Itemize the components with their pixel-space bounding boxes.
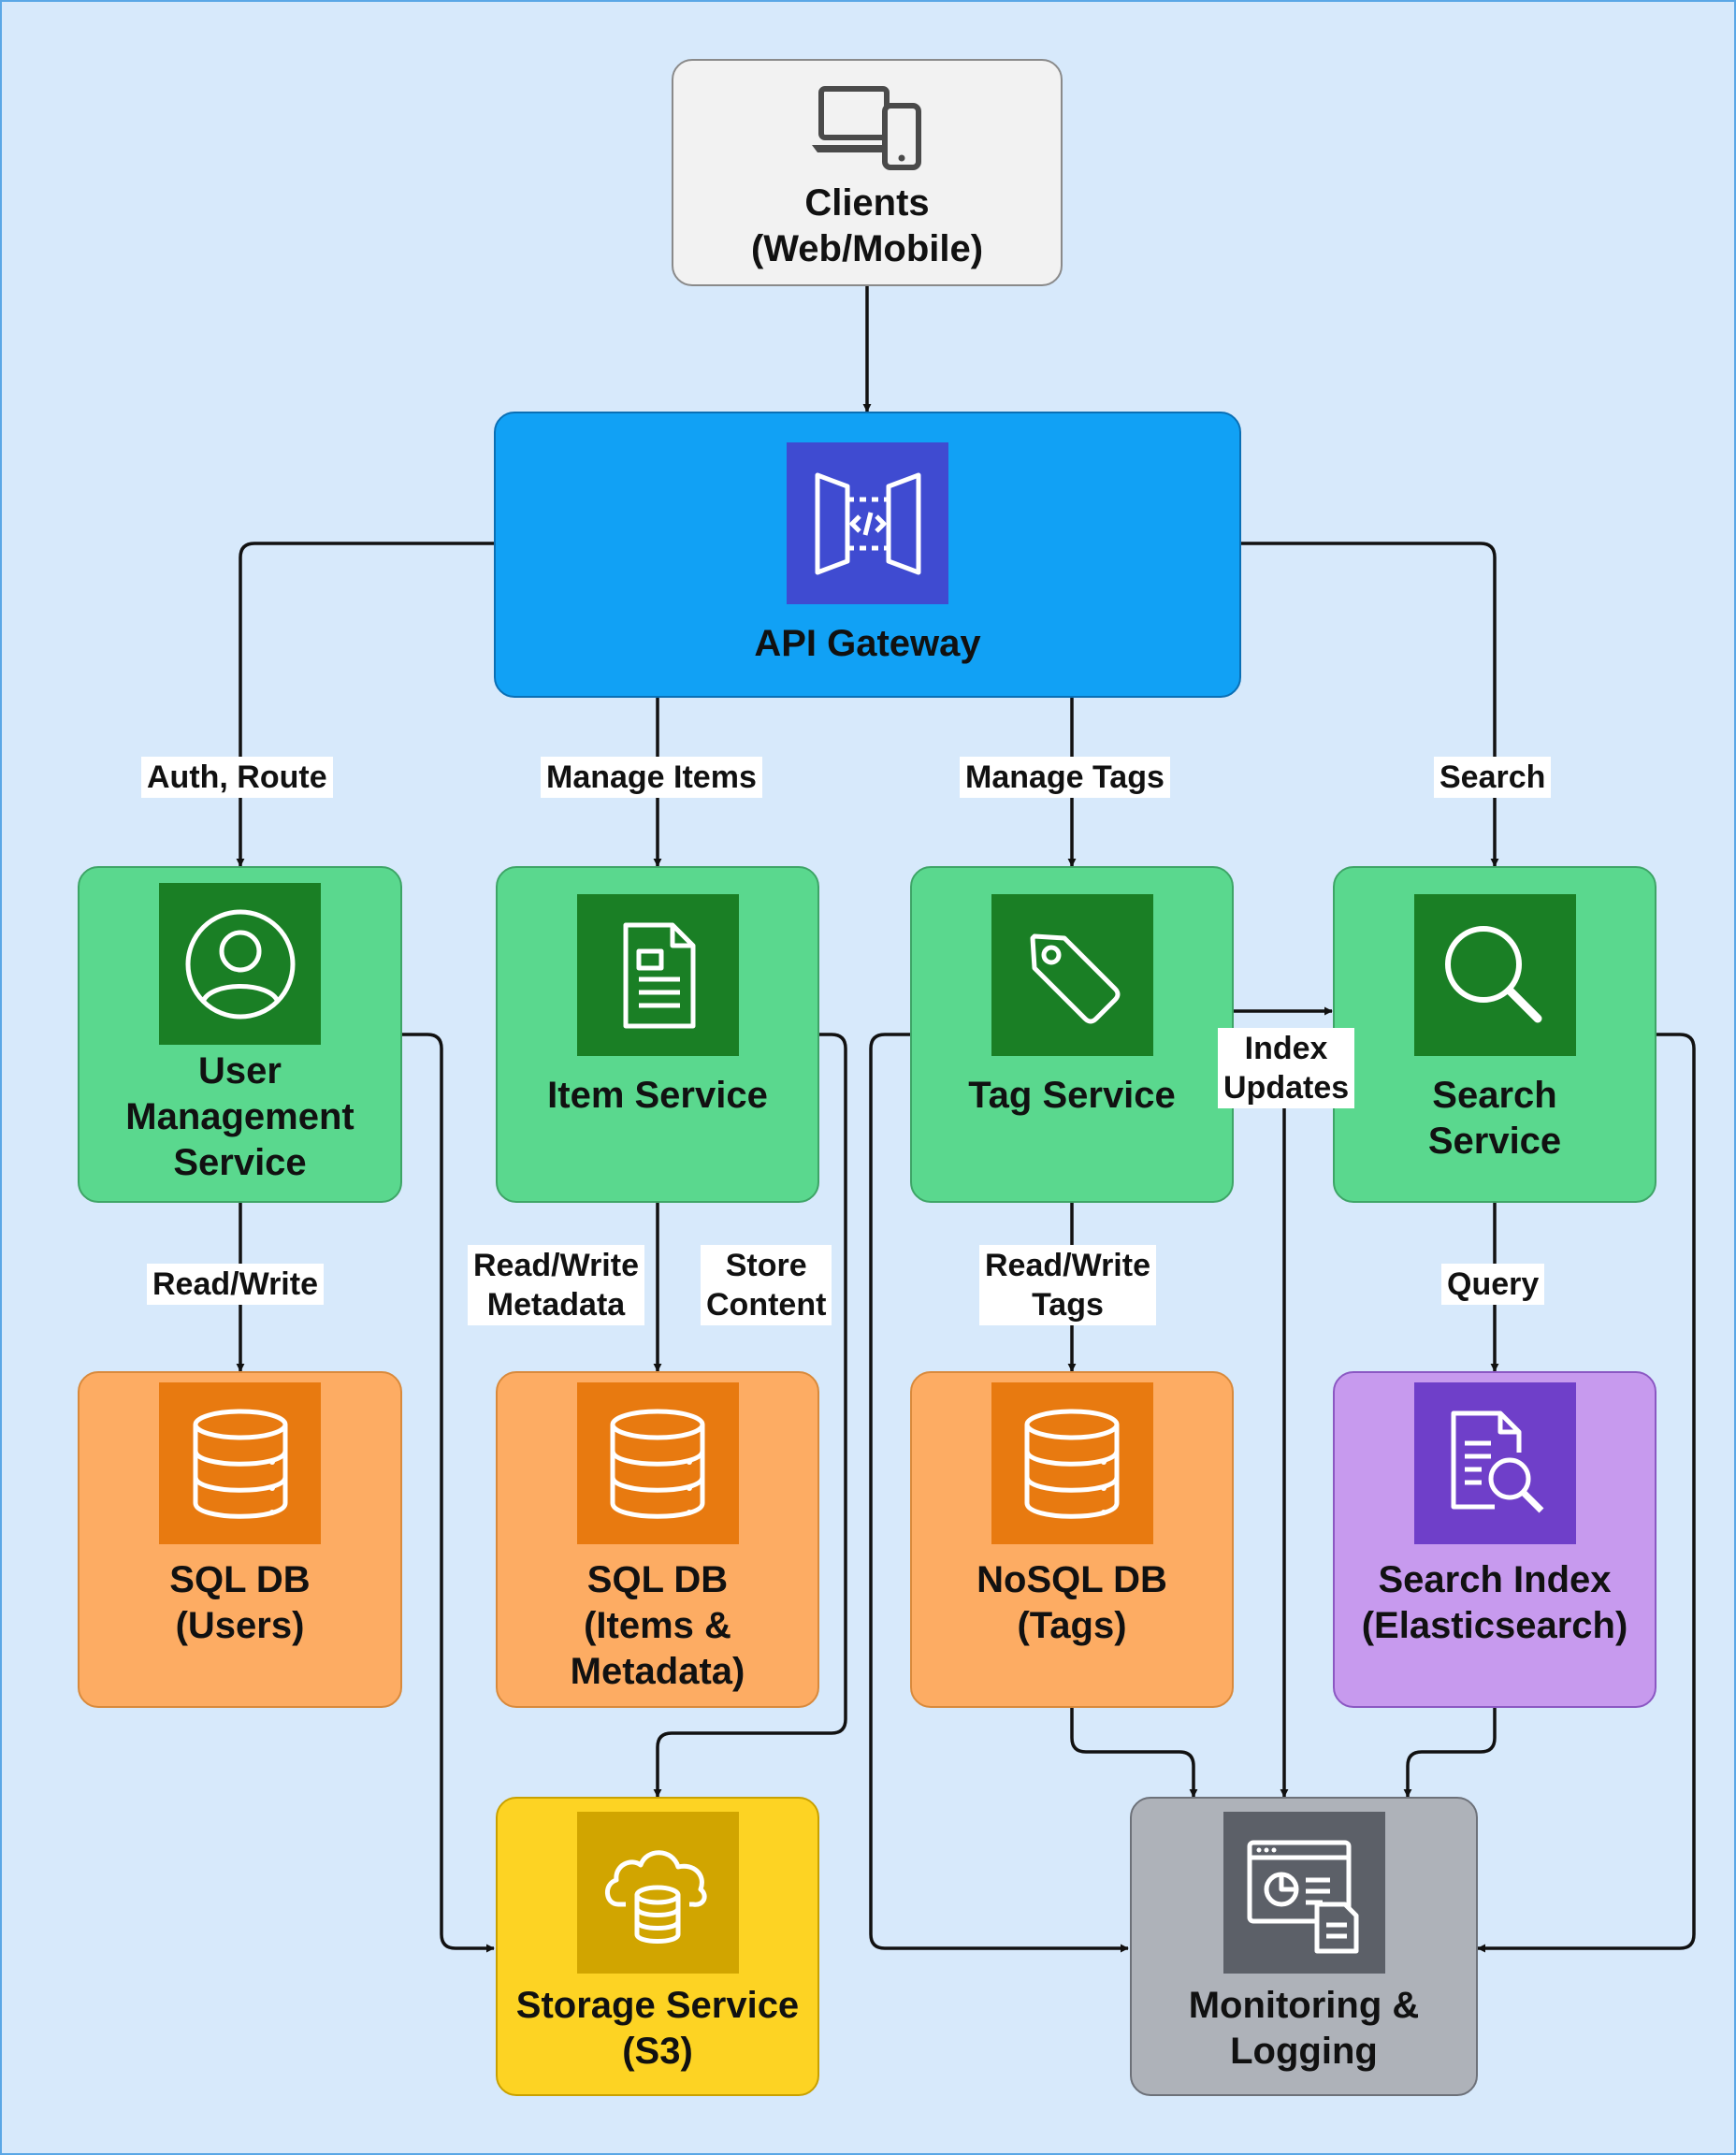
- tag-service-node[interactable]: Tag Service: [910, 866, 1234, 1203]
- database-icon: [576, 1382, 739, 1544]
- edge-search-monitoring: [1477, 1033, 1696, 1953]
- edge-label-store-content: Store Content: [701, 1245, 832, 1325]
- edge-searchindex-monitoring: [1403, 1708, 1497, 1798]
- user-icon: [159, 883, 321, 1045]
- edge-tag-monitoring: [869, 1033, 1129, 1953]
- item-service-label: Item Service: [547, 1075, 768, 1116]
- clients-node[interactable]: Clients (Web/Mobile): [672, 59, 1063, 286]
- user-management-service-label: User Management Service: [125, 1050, 354, 1183]
- devices-icon: [812, 86, 921, 170]
- cloud-storage-icon: [576, 1812, 739, 1974]
- edge-label-query: Query: [1441, 1264, 1545, 1305]
- edge-item-storage: [653, 1033, 847, 1798]
- user-management-service-node[interactable]: User Management Service: [78, 866, 402, 1203]
- edge-label-index-updates: Index Updates: [1218, 1028, 1355, 1108]
- api-gateway-label: API Gateway: [754, 623, 981, 664]
- item-service-node[interactable]: Item Service: [496, 866, 819, 1203]
- search-index-label: Search Index (Elasticsearch): [1361, 1559, 1628, 1646]
- database-icon: [991, 1382, 1153, 1544]
- monitoring-logging-label: Monitoring & Logging: [1188, 1985, 1420, 2072]
- edge-tagsdb-monitoring: [1070, 1708, 1198, 1798]
- storage-service-label: Storage Service (S3): [515, 1985, 800, 2072]
- database-icon: [159, 1382, 321, 1544]
- edge-label-search: Search: [1434, 757, 1552, 798]
- search-icon: [1413, 894, 1576, 1056]
- edge-label-read-write: Read/Write: [147, 1264, 324, 1305]
- edge-gateway-search: [1241, 542, 1499, 867]
- sql-db-users-node[interactable]: SQL DB (Users): [78, 1371, 402, 1708]
- edge-label-manage-tags: Manage Tags: [960, 757, 1170, 798]
- api-gateway-icon: [787, 442, 948, 604]
- document-icon: [576, 894, 739, 1056]
- sql-db-items-node[interactable]: SQL DB (Items & Metadata): [496, 1371, 819, 1708]
- edge-label-read-write-tags: Read/Write Tags: [979, 1245, 1156, 1325]
- edge-user-storage: [402, 1033, 495, 1953]
- edge-gateway-user: [236, 542, 494, 867]
- tag-service-label: Tag Service: [968, 1075, 1176, 1116]
- edge-label-manage-items: Manage Items: [541, 757, 762, 798]
- sql-db-users-label: SQL DB (Users): [169, 1559, 311, 1646]
- api-gateway-node[interactable]: API Gateway: [494, 412, 1241, 698]
- dashboard-icon: [1222, 1812, 1385, 1974]
- sql-db-items-label: SQL DB (Items & Metadata): [570, 1559, 745, 1692]
- tag-icon: [991, 894, 1153, 1056]
- search-document-icon: [1413, 1382, 1576, 1544]
- search-service-node[interactable]: Search Service: [1333, 866, 1656, 1203]
- edge-label-read-write-metadata: Read/Write Metadata: [468, 1245, 644, 1325]
- nosql-db-tags-label: NoSQL DB (Tags): [976, 1559, 1167, 1646]
- edge-label-auth-route: Auth, Route: [141, 757, 333, 798]
- storage-service-node[interactable]: Storage Service (S3): [496, 1797, 819, 2096]
- search-index-node[interactable]: Search Index (Elasticsearch): [1333, 1371, 1656, 1708]
- search-service-label: Search Service: [1427, 1075, 1562, 1162]
- nosql-db-tags-node[interactable]: NoSQL DB (Tags): [910, 1371, 1234, 1708]
- monitoring-logging-node[interactable]: Monitoring & Logging: [1130, 1797, 1478, 2096]
- clients-label: Clients (Web/Mobile): [750, 182, 984, 269]
